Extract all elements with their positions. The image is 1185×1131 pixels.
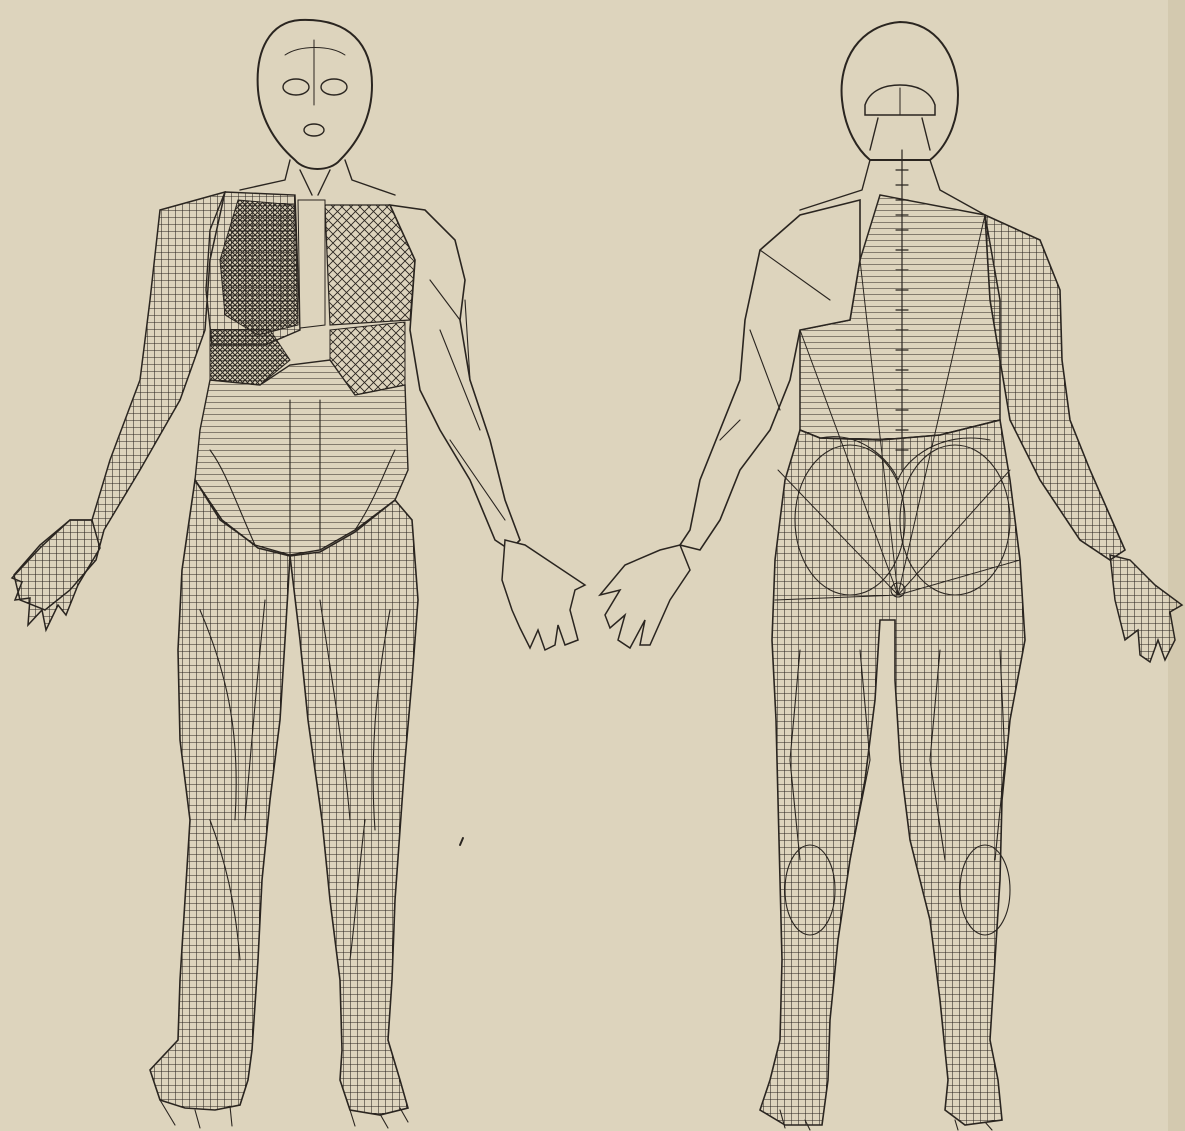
page-edge-shadow	[1168, 0, 1185, 1131]
front-right-chest-dense	[220, 200, 298, 335]
front-sternum	[298, 200, 325, 328]
